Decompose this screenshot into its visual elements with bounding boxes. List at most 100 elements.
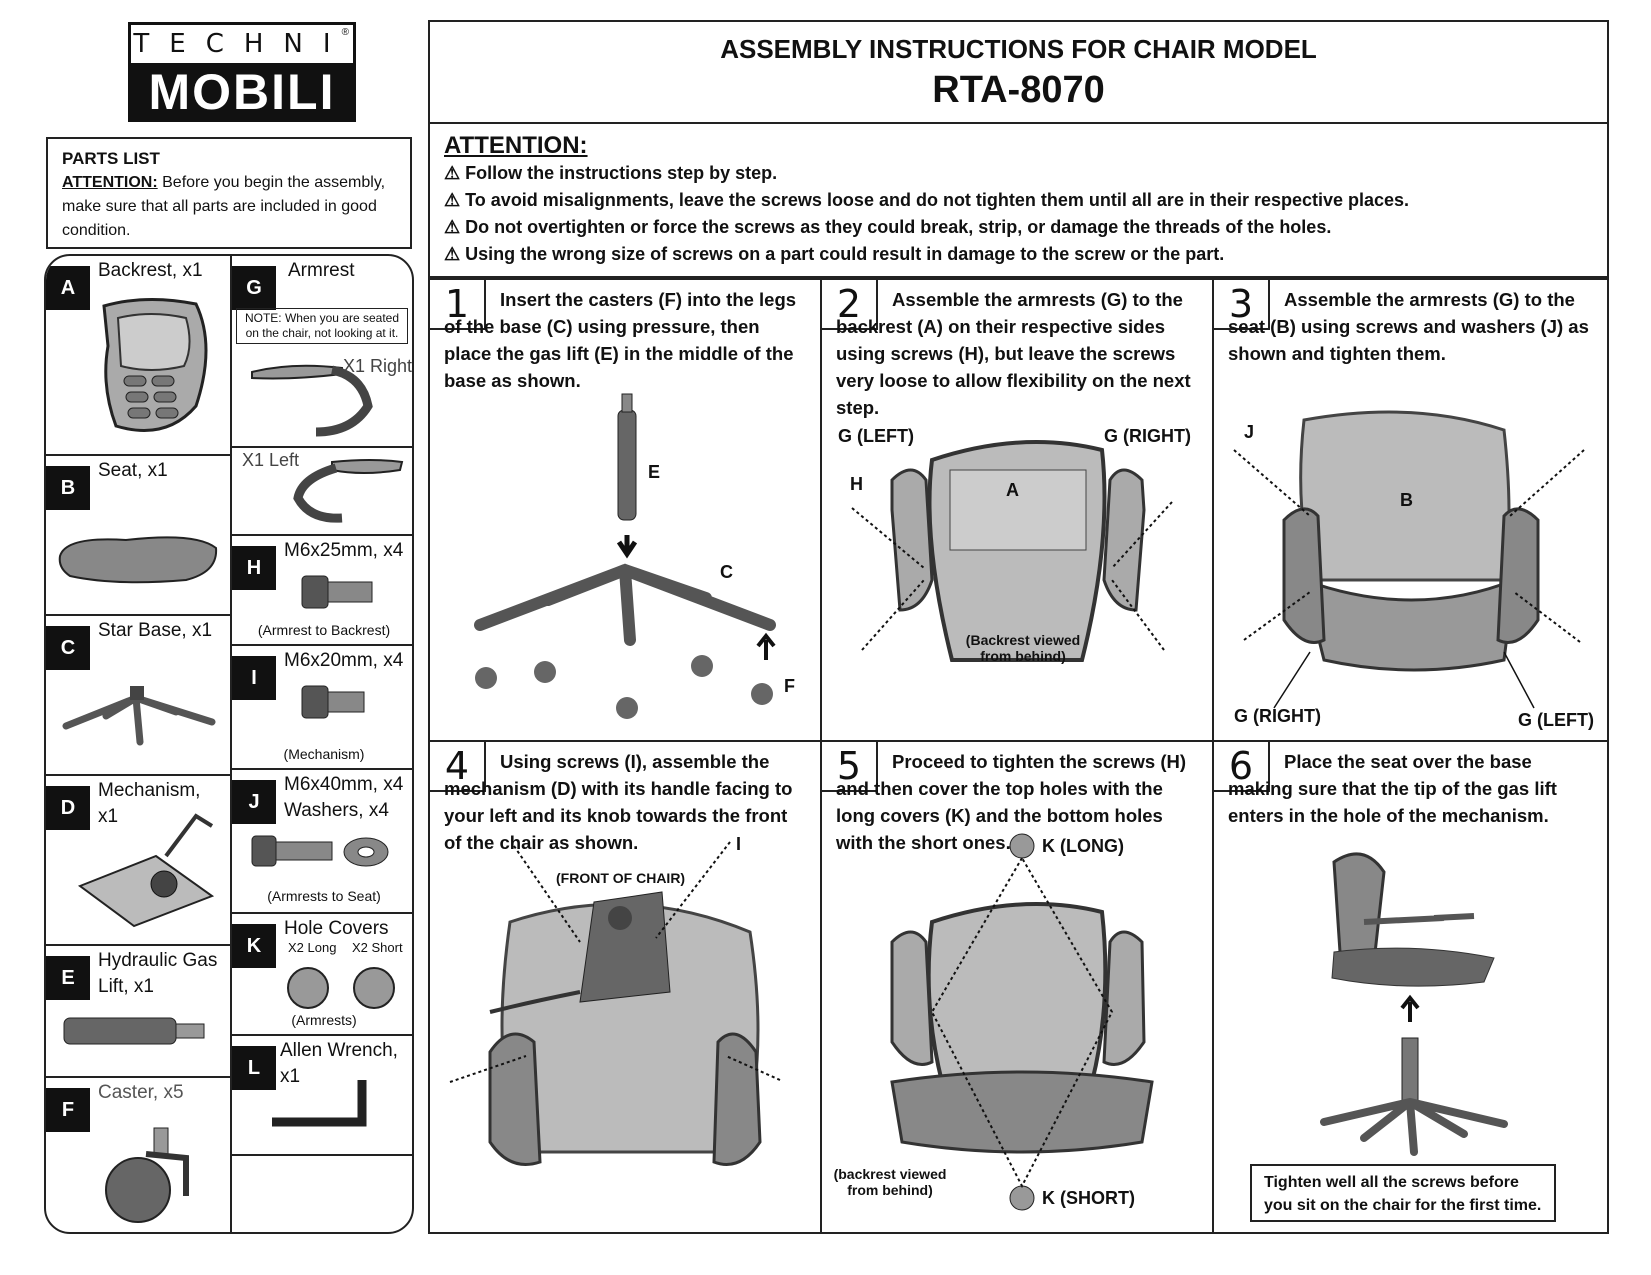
part-letter: K bbox=[232, 924, 276, 968]
step-text: Proceed to tighten the screws (H) and th… bbox=[836, 751, 1186, 853]
part-letter: A bbox=[46, 266, 90, 310]
armrest-right-label: X1 Right bbox=[342, 356, 412, 376]
label-g-left: G (LEFT) bbox=[838, 426, 914, 446]
attention-item: ⚠ Follow the instructions step by step. bbox=[444, 163, 778, 183]
step-3-illustration bbox=[1233, 410, 1585, 709]
attention-item: ⚠ Do not overtighten or force the screws… bbox=[444, 217, 1332, 237]
label-c: C bbox=[720, 562, 733, 582]
attention-heading: ATTENTION: bbox=[444, 132, 588, 159]
part-letter: L bbox=[232, 1046, 276, 1090]
label-k-short: K (SHORT) bbox=[1042, 1188, 1135, 1208]
part-name: Hydraulic Gas Lift, x1 bbox=[98, 950, 218, 997]
logo-top-text: TECHNI bbox=[133, 29, 351, 59]
model-number: RTA-8070 bbox=[932, 69, 1105, 111]
step-1: 1 Insert the casters (F) into the legs o… bbox=[428, 278, 822, 742]
star-base-illustration bbox=[62, 686, 216, 746]
step-number: 1 bbox=[430, 280, 486, 330]
gas-lift-illustration bbox=[63, 1017, 205, 1045]
hole-covers-illustration bbox=[287, 967, 395, 1009]
part-name: Allen Wrench, x1 bbox=[280, 1040, 398, 1087]
hole-cover-long-label: X2 Long bbox=[288, 940, 337, 955]
part-letter: I bbox=[232, 656, 276, 700]
label-b: B bbox=[1400, 490, 1413, 510]
label-a: A bbox=[1006, 480, 1019, 500]
part-name: Star Base, x1 bbox=[98, 620, 213, 641]
step-text: Place the seat over the base making sure… bbox=[1228, 751, 1557, 826]
brand-logo: TECHNI MOBILI ® bbox=[128, 22, 356, 122]
label-k-long: K (LONG) bbox=[1042, 836, 1124, 856]
caster-illustration bbox=[105, 1127, 189, 1223]
label-f: F bbox=[784, 676, 795, 696]
armrest-note: NOTE: When you are seated on the chair, … bbox=[236, 308, 408, 344]
step-5-note: (backrest viewed from behind) bbox=[833, 1166, 947, 1198]
armrest-left-label: X1 Left bbox=[242, 450, 300, 470]
seat-illustration bbox=[58, 536, 218, 584]
step-4: 4 Using screws (I), assemble the mechani… bbox=[428, 740, 822, 1234]
step-6: 6 Place the seat over the base making su… bbox=[1212, 740, 1609, 1234]
step-number: 3 bbox=[1214, 280, 1270, 330]
parts-list-header: PARTS LIST ATTENTION: Before you begin t… bbox=[46, 137, 412, 249]
part-name: Backrest, x1 bbox=[98, 260, 203, 281]
part-g: G Armrest NOTE: When you are seated on t… bbox=[232, 256, 412, 448]
part-h: H M6x25mm, x4 (Armrest to Backrest) bbox=[232, 536, 412, 646]
step-2-note: (Backrest viewed from behind) bbox=[965, 632, 1081, 664]
parts-list-heading: PARTS LIST bbox=[62, 149, 160, 168]
part-letter: J bbox=[232, 780, 276, 824]
part-name: Mechanism, x1 bbox=[98, 780, 201, 827]
label-i: I bbox=[736, 834, 742, 854]
part-e: E Hydraulic Gas Lift, x1 bbox=[46, 946, 232, 1078]
step-5: 5 Proceed to tighten the screws (H) and … bbox=[820, 740, 1214, 1234]
part-sub: (Armrests) bbox=[291, 1012, 357, 1028]
part-c: C Star Base, x1 bbox=[46, 616, 232, 776]
step-text: Insert the casters (F) into the legs of … bbox=[444, 289, 797, 391]
title-line-1: ASSEMBLY INSTRUCTIONS FOR CHAIR MODEL bbox=[720, 34, 1317, 64]
label-g-right: G (RIGHT) bbox=[1234, 706, 1321, 726]
label-h: H bbox=[850, 474, 863, 494]
armrest-right-illustration bbox=[251, 364, 373, 437]
part-b: B Seat, x1 bbox=[46, 456, 232, 616]
mechanism-illustration bbox=[77, 813, 215, 928]
step-3: 3 Assemble the armrests (G) to the seat … bbox=[1212, 278, 1609, 742]
attention-item: ⚠ To avoid misalignments, leave the scre… bbox=[444, 190, 1410, 210]
part-d: D Mechanism, x1 bbox=[46, 776, 232, 946]
step-1-illustration bbox=[474, 393, 776, 719]
part-sub: (Armrest to Backrest) bbox=[257, 622, 391, 638]
part-letter: F bbox=[46, 1088, 90, 1132]
title-box: ASSEMBLY INSTRUCTIONS FOR CHAIR MODEL RT… bbox=[428, 20, 1609, 124]
part-l: L Allen Wrench, x1 bbox=[232, 1036, 412, 1156]
part-a: A Backrest, x1 bbox=[46, 256, 232, 456]
part-sub: (Mechanism) bbox=[283, 746, 365, 762]
attention-box: ATTENTION: ⚠ Follow the instructions ste… bbox=[428, 124, 1609, 278]
label-j: J bbox=[1244, 422, 1255, 442]
step-number: 5 bbox=[822, 742, 878, 792]
step-4-illustration bbox=[449, 841, 781, 1166]
part-letter: E bbox=[46, 956, 90, 1000]
attention-item: ⚠ Using the wrong size of screws on a pa… bbox=[444, 244, 1225, 264]
screw-j-illustration bbox=[251, 835, 389, 867]
step-text: Assemble the armrests (G) to the seat (B… bbox=[1228, 289, 1589, 364]
part-letter: G bbox=[232, 266, 276, 310]
label-g-right: G (RIGHT) bbox=[1104, 426, 1191, 446]
final-note: Tighten well all the screws before you s… bbox=[1250, 1164, 1556, 1222]
part-k: K Hole Covers X2 Long X2 Short (Armrests… bbox=[232, 914, 412, 1036]
part-i: I M6x20mm, x4 (Mechanism) bbox=[232, 646, 412, 770]
part-name: M6x40mm, x4 bbox=[284, 774, 404, 795]
part-f: F Caster, x5 bbox=[46, 1078, 232, 1232]
part-letter: C bbox=[46, 626, 90, 670]
screw-i-illustration bbox=[301, 685, 365, 719]
parts-grid: A Backrest, x1 B Seat, x1 C Star Base, x… bbox=[44, 254, 414, 1234]
backrest-illustration bbox=[102, 298, 208, 432]
step-number: 6 bbox=[1214, 742, 1270, 792]
front-of-chair-label: (FRONT OF CHAIR) bbox=[556, 870, 686, 886]
hole-cover-short-label: X2 Short bbox=[352, 940, 403, 955]
part-name: Seat, x1 bbox=[98, 460, 168, 481]
part-name: Armrest bbox=[288, 260, 355, 281]
part-g-left: X1 Left bbox=[232, 448, 412, 536]
part-letter: D bbox=[46, 786, 90, 830]
armrest-left-illustration bbox=[293, 459, 404, 523]
part-letter: H bbox=[232, 546, 276, 590]
part-letter: B bbox=[46, 466, 90, 510]
step-text: Using screws (I), assemble the mechanism… bbox=[444, 751, 793, 853]
step-text: Assemble the armrests (G) to the backres… bbox=[836, 289, 1191, 418]
screw-h-illustration bbox=[301, 575, 373, 609]
